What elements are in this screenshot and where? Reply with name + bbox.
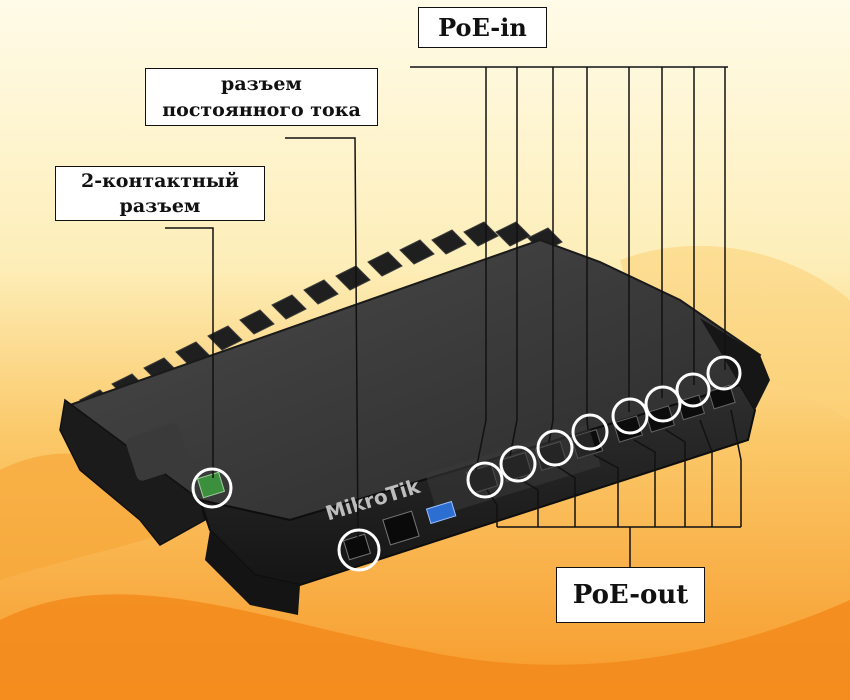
mgmt-ethernet-port — [382, 510, 420, 546]
router-right-bumper — [700, 318, 770, 410]
dc-leader-line — [285, 137, 359, 541]
sfp-cage — [425, 424, 601, 516]
callout-ring-port — [499, 445, 537, 483]
callout-ring-port — [675, 372, 711, 408]
background-swirl — [0, 594, 850, 700]
two-pin-connector-label-line1: 2-контактный — [80, 170, 240, 192]
callout-ring-port — [706, 355, 742, 391]
callout-ring-dc — [337, 528, 381, 572]
callout-rings — [191, 355, 742, 572]
two-pin-connector-label: 2-контактный разъем — [55, 166, 265, 221]
two-pin-connector-label-line2: разъем — [119, 195, 201, 217]
dc-jack — [342, 533, 372, 561]
background-swirl — [620, 245, 850, 420]
poe-out-leader-lines — [486, 409, 742, 567]
poe-out-label: PoE-out — [556, 567, 705, 623]
poe-in-label: PoE-in — [418, 7, 547, 48]
callout-ring-port — [644, 385, 682, 423]
dc-connector-label: разъем постоянного тока — [145, 68, 378, 126]
callout-ring-port — [571, 413, 609, 451]
poe-in-label-text: PoE-in — [438, 13, 527, 42]
poe-in-leader-lines — [410, 66, 728, 471]
usb-port — [425, 500, 457, 525]
callout-ring-port — [611, 397, 649, 435]
dc-connector-label-line1: разъем — [221, 73, 302, 95]
callout-ring-port — [536, 429, 574, 467]
two-pin-leader-line — [165, 227, 214, 478]
callout-ring-port — [466, 461, 504, 499]
poe-out-label-text: PoE-out — [572, 580, 689, 610]
dc-connector-label-line2: постоянного тока — [162, 99, 361, 121]
router-bottom-bumper — [205, 530, 300, 615]
callout-ring-two-pin — [191, 467, 233, 509]
two-pin-terminal — [196, 471, 226, 499]
